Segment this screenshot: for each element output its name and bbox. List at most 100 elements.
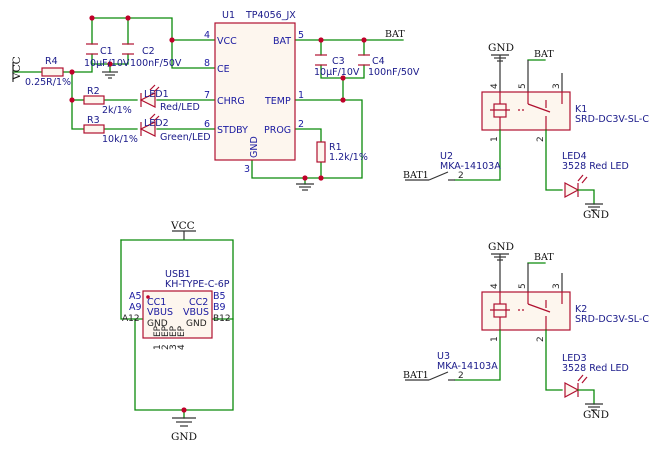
usb1-pin-vbus-left: VBUS xyxy=(147,307,173,318)
usb1-pin-b5: B5 xyxy=(213,291,226,302)
charger-section: VCC R4 0.25R/1% C1 10µF/10V C2 100nF/50V xyxy=(11,10,420,191)
u2-pin-2: 2 xyxy=(458,171,464,181)
r4-ref: R4 xyxy=(45,56,58,67)
k1-pin-4: 4 xyxy=(490,83,500,89)
k1-bat-label: BAT xyxy=(534,49,554,60)
led3-gnd-label: GND xyxy=(583,409,609,421)
u1-ref: U1 xyxy=(222,10,235,21)
k2-gnd-label: GND xyxy=(488,241,514,253)
k2-pin-4: 4 xyxy=(490,283,500,289)
usb1-pin-a9: A9 xyxy=(129,302,142,313)
led-led2: LED2 Green/LED xyxy=(139,113,211,143)
led3-value: 3528 Red LED xyxy=(562,363,629,374)
resistor-r4: R4 0.25R/1% xyxy=(25,56,71,88)
u1-pin-num-4: 4 xyxy=(204,30,210,41)
relay-k2: 4 5 3 1 2 K2 SRD-DC3V-SL-C xyxy=(481,283,649,342)
u1-pin-chrg: CHRG xyxy=(217,96,245,107)
led-led4: LED4 3528 Red LED xyxy=(562,151,629,199)
relay-k2-section: GND BAT 4 5 3 1 2 K2 SRD-DC3V-SL-C xyxy=(403,241,649,421)
relay-k1-section: GND BAT 4 5 3 1 2 K1 SRD-DC3V-SL-C xyxy=(403,42,649,221)
usb1-ep-num-1: 1 xyxy=(153,344,163,350)
u1-pin-num-2: 2 xyxy=(298,119,304,130)
ic-u1-tp4056: U1 TP4056_JX VCC CE CHRG STDBY 4 8 7 6 B… xyxy=(204,10,304,175)
u2-value: MKA-14103A xyxy=(440,161,501,172)
led3-ref: LED3 xyxy=(562,353,587,364)
resistor-r2: R2 2k/1% xyxy=(83,86,132,116)
c1-ref: C1 xyxy=(100,46,113,57)
k1-pin-3: 3 xyxy=(552,83,562,89)
u1-pin-num-6: 6 xyxy=(204,119,210,130)
usb1-pin-a12: A12 xyxy=(122,314,140,324)
k2-pin-5: 5 xyxy=(518,283,528,289)
u1-pin-num-5: 5 xyxy=(298,30,304,41)
r3-value: 10k/1% xyxy=(102,134,138,145)
usb1-value: KH-TYPE-C-6P xyxy=(165,279,230,290)
usb1-pin-b9: B9 xyxy=(213,302,226,313)
k1-ref: K1 xyxy=(575,104,587,115)
k2-value: SRD-DC3V-SL-C xyxy=(575,314,649,325)
r2-ref: R2 xyxy=(87,86,100,97)
usb1-ep-num-2: 2 xyxy=(161,344,171,350)
k2-pin-2: 2 xyxy=(536,336,546,342)
vcc-power-symbol: VCC xyxy=(11,56,23,82)
c2-value: 100nF/50V xyxy=(130,58,182,69)
led4-gnd-label: GND xyxy=(583,209,609,221)
c3-ref: C3 xyxy=(332,56,345,67)
relay-k1: 4 5 3 1 2 K1 SRD-DC3V-SL-C xyxy=(481,83,649,142)
c4-value: 100nF/50V xyxy=(368,67,420,78)
u1-pin-stdby: STDBY xyxy=(217,125,248,136)
capacitor-c2: C2 100nF/50V xyxy=(122,43,182,69)
r1-ref: R1 xyxy=(329,142,342,153)
vcc-label: VCC xyxy=(11,56,23,81)
bat-net-label-charger: BAT xyxy=(385,29,405,40)
u3-ref: U3 xyxy=(437,351,450,362)
usb1-pin-a5: A5 xyxy=(129,291,142,302)
k1-pin-2: 2 xyxy=(536,136,546,142)
usb1-pin-vbus-right: VBUS xyxy=(183,307,209,318)
u1-value: TP4056_JX xyxy=(245,10,296,21)
ground-symbol-c12 xyxy=(102,71,118,79)
usb1-pin-cc1: CC1 xyxy=(147,297,166,308)
capacitor-c4: C4 100nF/50V xyxy=(358,54,420,78)
u1-pin-num-8: 8 xyxy=(204,58,210,69)
k1-pin-5: 5 xyxy=(518,83,528,89)
vcc-label-usb: VCC xyxy=(170,220,195,232)
usb1-pin-cc2: CC2 xyxy=(189,297,208,308)
c4-ref: C4 xyxy=(372,56,385,67)
u1-pin-vcc: VCC xyxy=(217,36,237,47)
u1-pin-num-3: 3 xyxy=(244,164,250,175)
k1-gnd-label: GND xyxy=(488,42,514,54)
led-led3: LED3 3528 Red LED xyxy=(562,353,629,399)
led2-ref: LED2 xyxy=(144,118,169,129)
usb1-ep-pins: EP EP EP EP 1 2 3 4 xyxy=(153,325,187,350)
resistor-r3: R3 10k/1% xyxy=(83,115,138,145)
k2-pin-1: 1 xyxy=(490,336,500,342)
ground-symbol-u1 xyxy=(296,183,314,191)
usb1-pin-b12: B12 xyxy=(213,314,231,324)
led1-ref: LED1 xyxy=(144,89,169,100)
u2-bat-label: BAT1 xyxy=(403,170,429,181)
usb1-ep-label-3: EP xyxy=(169,325,179,337)
u1-pin-num-1: 1 xyxy=(298,90,304,101)
k1-value: SRD-DC3V-SL-C xyxy=(575,114,649,125)
c2-ref: C2 xyxy=(142,46,155,57)
k2-pin-3: 3 xyxy=(552,283,562,289)
usb1-ep-num-3: 3 xyxy=(169,344,179,350)
r1-value: 1.2k/1% xyxy=(329,152,368,163)
switch-u3: BAT1 U3 MKA-14103A 2 xyxy=(403,351,498,381)
usb1-ref: USB1 xyxy=(165,269,191,280)
u3-pin-2: 2 xyxy=(458,371,464,381)
switch-u2: BAT1 U2 MKA-14103A 2 xyxy=(403,151,501,181)
u1-pin-num-7: 7 xyxy=(204,90,210,101)
usb1-ep-num-4: 4 xyxy=(177,344,187,350)
led1-value: Red/LED xyxy=(160,102,200,113)
usb1-ep-label-2: EP xyxy=(161,325,171,337)
u1-pin-prog: PROG xyxy=(264,125,291,136)
ground-symbol-usb: GND xyxy=(171,417,197,443)
r4-value: 0.25R/1% xyxy=(25,77,71,88)
resistor-r1: R1 1.2k/1% xyxy=(316,141,368,163)
capacitor-c3: C3 10µF/10V xyxy=(314,54,360,78)
u3-value: MKA-14103A xyxy=(437,361,498,372)
k1-pin-1: 1 xyxy=(490,136,500,142)
u1-pin-temp: TEMP xyxy=(264,96,291,107)
